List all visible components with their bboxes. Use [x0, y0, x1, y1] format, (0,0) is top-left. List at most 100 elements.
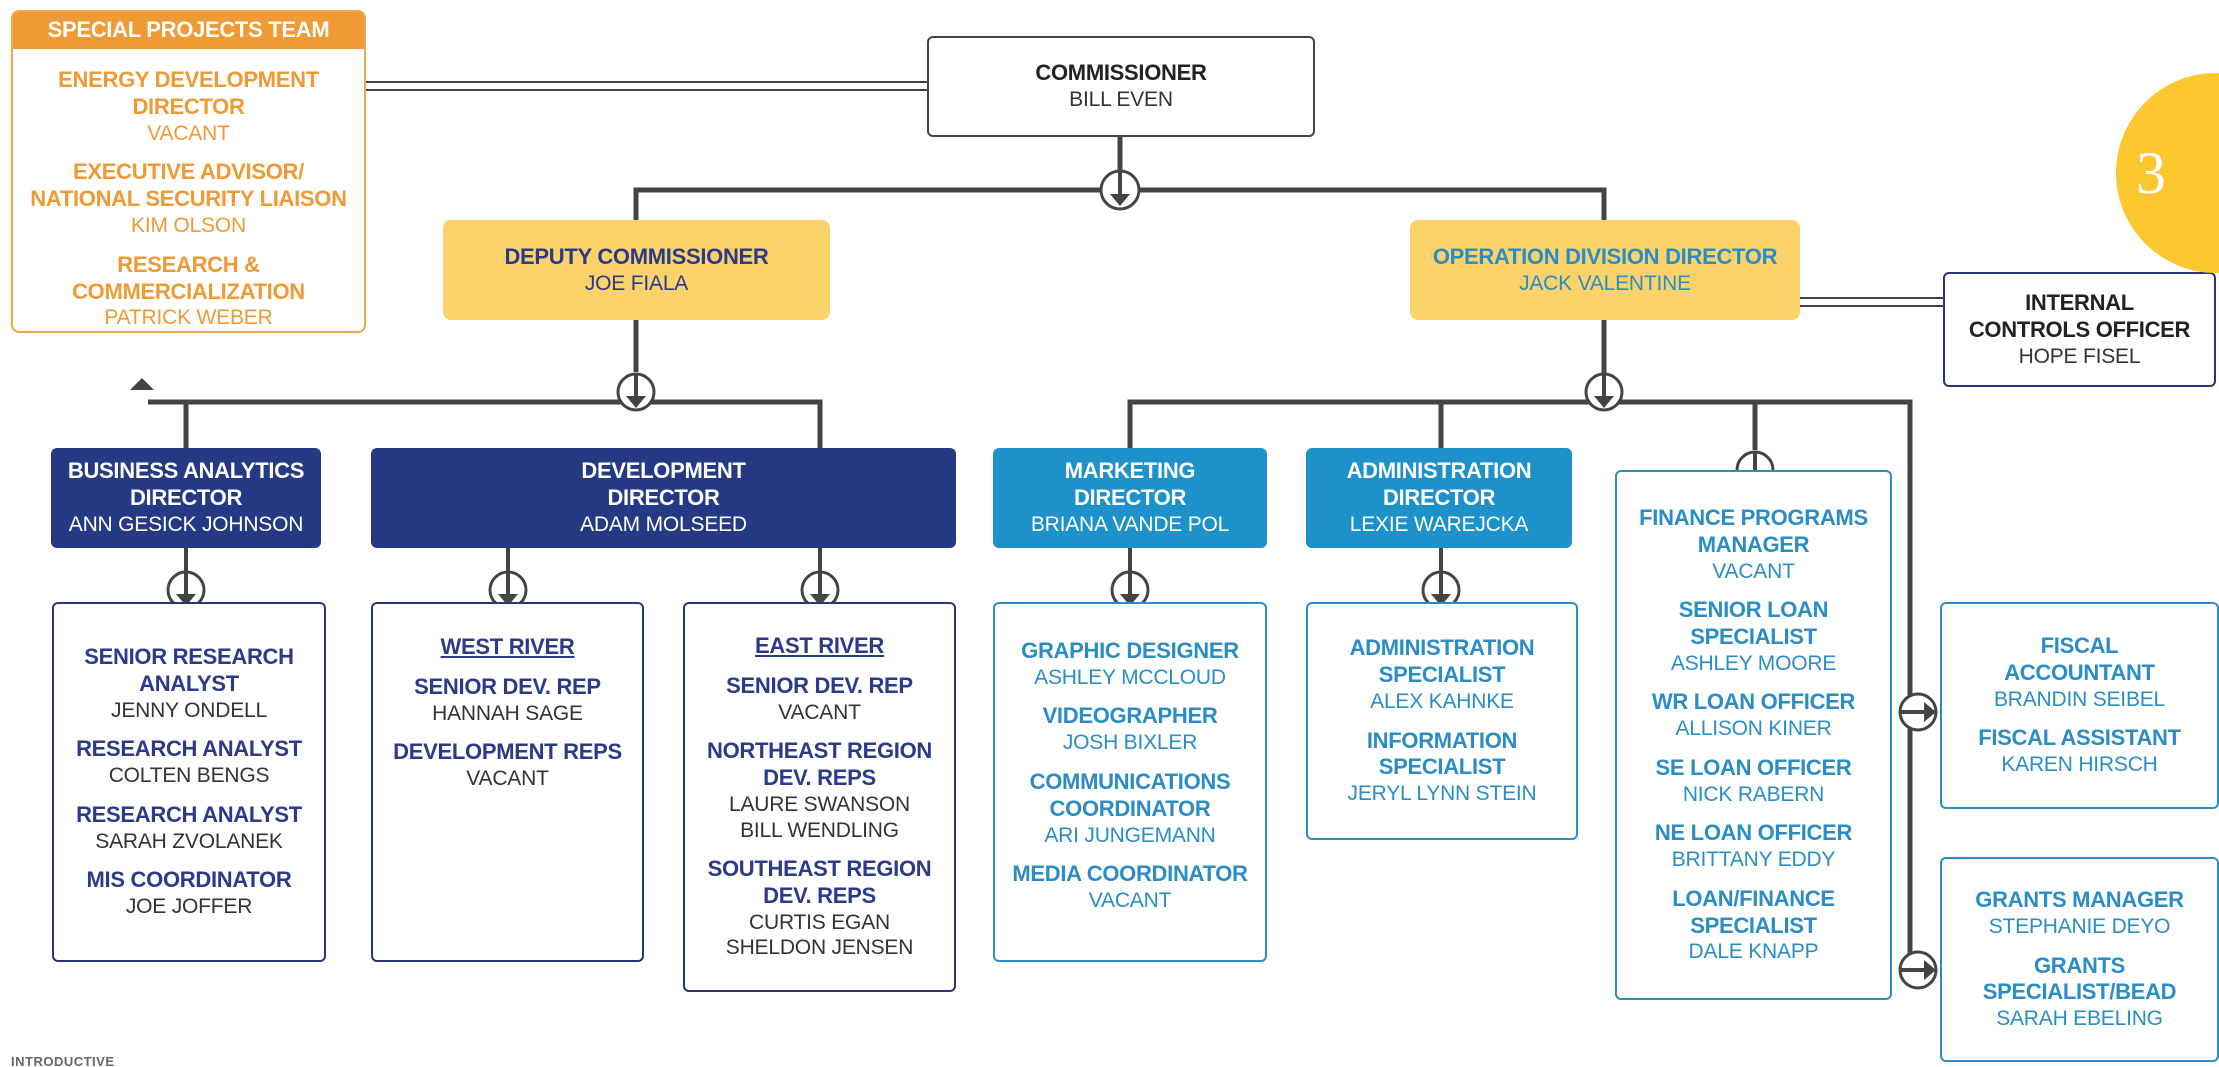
person-name: VACANT: [466, 767, 549, 791]
person-name: HOPE FISEL: [2018, 344, 2141, 368]
commissioner-title: COMMISSIONER: [1035, 60, 1207, 86]
admin-team-box: ADMINISTRATION SPECIALIST ALEX KAHNKE IN…: [1306, 602, 1578, 840]
deputy-name: JOE FIALA: [584, 271, 689, 295]
operation-title: OPERATION DIVISION DIRECTOR: [1432, 243, 1778, 269]
role-title: SENIOR LOAN: [1678, 597, 1829, 623]
marketing-director-box: MARKETING DIRECTOR BRIANA VANDE POL: [993, 448, 1267, 548]
person-name: BRANDIN SEIBEL: [1993, 687, 2166, 711]
role-title: MEDIA COORDINATOR: [1012, 861, 1248, 887]
person-name: ADAM MOLSEED: [580, 513, 747, 537]
operation-name: JACK VALENTINE: [1519, 271, 1691, 295]
person-name: ASHLEY MCCLOUD: [1034, 665, 1226, 689]
role-title: NATIONAL SECURITY LIAISON: [30, 186, 347, 212]
person-name: BILL WENDLING: [740, 818, 899, 842]
role-title: CONTROLS OFFICER: [1968, 316, 2191, 342]
person-name: KIM OLSON: [131, 214, 246, 238]
role-title: COMMERCIALIZATION: [72, 278, 305, 304]
role-title: NE LOAN OFFICER: [1654, 820, 1853, 846]
west-river-box: WEST RIVER SENIOR DEV. REP HANNAH SAGE D…: [371, 602, 644, 962]
person-name: SHELDON JENSEN: [725, 936, 914, 960]
role-title: ADMINISTRATION: [1346, 458, 1532, 484]
person-name: SARAH ZVOLANEK: [95, 829, 283, 853]
person-name: ANN GESICK JOHNSON: [68, 513, 304, 537]
special-projects-title: SPECIAL PROJECTS TEAM: [47, 17, 330, 43]
role-title: DEV. REPS: [763, 882, 876, 908]
role-title: GRAPHIC DESIGNER: [1021, 638, 1239, 663]
role-title: SPECIALIST: [1378, 754, 1506, 780]
person-name: JERYL LYNN STEIN: [1347, 782, 1537, 806]
role-title: SENIOR RESEARCH: [84, 644, 294, 670]
role-title: SENIOR DEV. REP: [414, 673, 601, 699]
administration-director-box: ADMINISTRATION DIRECTOR LEXIE WAREJCKA: [1306, 448, 1572, 548]
person-name: JOSH BIXLER: [1062, 731, 1198, 755]
finance-team-box: FINANCE PROGRAMS MANAGER VACANT SENIOR L…: [1615, 470, 1892, 1000]
role-title: FISCAL ASSISTANT: [1978, 725, 2181, 751]
role-title: DIRECTOR: [1382, 485, 1496, 511]
person-name: CURTIS EGAN: [749, 910, 890, 934]
role-title: WR LOAN OFFICER: [1651, 689, 1856, 715]
role-title: ANALYST: [139, 671, 239, 697]
role-title: MANAGER: [1697, 531, 1810, 557]
person-name: ARI JUNGEMANN: [1044, 823, 1216, 847]
role-title: ADMINISTRATION: [1349, 635, 1535, 661]
person-name: VACANT: [1088, 888, 1172, 912]
person-name: BRIANA VANDE POL: [1030, 513, 1230, 537]
role-title: FINANCE PROGRAMS: [1639, 504, 1868, 530]
person-name: SARAH EBELING: [1996, 1007, 2163, 1031]
role-title: RESEARCH &: [117, 251, 260, 277]
role-title: MIS COORDINATOR: [86, 867, 292, 893]
role-title: BUSINESS ANALYTICS: [67, 458, 305, 484]
role-title: LOAN/FINANCE: [1672, 885, 1835, 911]
fiscal-team-box: FISCAL ACCOUNTANT BRANDIN SEIBEL FISCAL …: [1940, 602, 2219, 809]
role-title: FISCAL: [2040, 633, 2119, 659]
role-title: SPECIALIST/BEAD: [1982, 979, 2177, 1005]
grants-team-box: GRANTS MANAGER STEPHANIE DEYO GRANTS SPE…: [1940, 857, 2219, 1062]
role-title: COMMUNICATIONS: [1029, 768, 1231, 794]
role-title: ACCOUNTANT: [2004, 659, 2155, 685]
role-title: SPECIALIST: [1378, 662, 1506, 688]
region-heading: WEST RIVER: [440, 634, 575, 659]
role-title: EXECUTIVE ADVISOR/: [73, 159, 304, 185]
role-title: RESEARCH ANALYST: [76, 736, 302, 762]
person-name: NICK RABERN: [1682, 782, 1825, 806]
development-director-box: DEVELOPMENT DIRECTOR ADAM MOLSEED: [371, 448, 956, 548]
role-title: GRANTS MANAGER: [1975, 887, 2184, 913]
role-title: SPECIALIST: [1690, 912, 1817, 938]
role-title: RESEARCH ANALYST: [76, 801, 302, 827]
special-projects-box: SPECIAL PROJECTS TEAM ENERGY DEVELOPMENT…: [11, 10, 366, 333]
operation-director-box: OPERATION DIVISION DIRECTOR JACK VALENTI…: [1410, 220, 1800, 320]
person-name: KAREN HIRSCH: [2001, 753, 2158, 777]
person-name: STEPHANIE DEYO: [1988, 914, 2171, 938]
role-title: MARKETING: [1064, 458, 1196, 484]
role-title: DEVELOPMENT REPS: [393, 739, 622, 765]
role-title: INFORMATION: [1366, 727, 1518, 753]
research-team-box: SENIOR RESEARCH ANALYST JENNY ONDELL RES…: [52, 602, 326, 962]
role-title: VIDEOGRAPHER: [1042, 703, 1218, 729]
page-number: 3: [2136, 139, 2166, 206]
role-title: DEV. REPS: [763, 765, 876, 791]
role-title: INTERNAL: [2025, 289, 2134, 315]
person-name: LEXIE WAREJCKA: [1349, 513, 1529, 537]
role-title: DIRECTOR: [1073, 485, 1187, 511]
person-name: ALLISON KINER: [1675, 717, 1832, 741]
person-name: DALE KNAPP: [1688, 940, 1819, 964]
role-title: DIRECTOR: [607, 485, 720, 511]
role-title: DEVELOPMENT: [581, 458, 746, 484]
role-title: GRANTS: [2033, 952, 2126, 978]
role-title: SE LOAN OFFICER: [1655, 754, 1852, 780]
person-name: ASHLEY MOORE: [1670, 651, 1837, 675]
special-projects-header: SPECIAL PROJECTS TEAM: [13, 12, 364, 50]
person-name: JOE JOFFER: [125, 895, 253, 919]
business-analytics-director-box: BUSINESS ANALYTICS DIRECTOR ANN GESICK J…: [51, 448, 321, 548]
role-title: SPECIALIST: [1690, 624, 1817, 650]
footer-text: INTRODUCTIVE: [11, 1054, 115, 1067]
role-title: SENIOR DEV. REP: [726, 672, 913, 698]
role-title: DIRECTOR: [132, 94, 245, 120]
person-name: ALEX KAHNKE: [1370, 689, 1514, 713]
person-name: VACANT: [1712, 559, 1795, 583]
person-name: VACANT: [147, 121, 230, 145]
marketing-team-box: GRAPHIC DESIGNER ASHLEY MCCLOUD VIDEOGRA…: [993, 602, 1267, 962]
commissioner-box: COMMISSIONER BILL EVEN: [927, 36, 1315, 137]
person-name: JENNY ONDELL: [111, 698, 267, 722]
role-title: ENERGY DEVELOPMENT: [58, 67, 319, 93]
